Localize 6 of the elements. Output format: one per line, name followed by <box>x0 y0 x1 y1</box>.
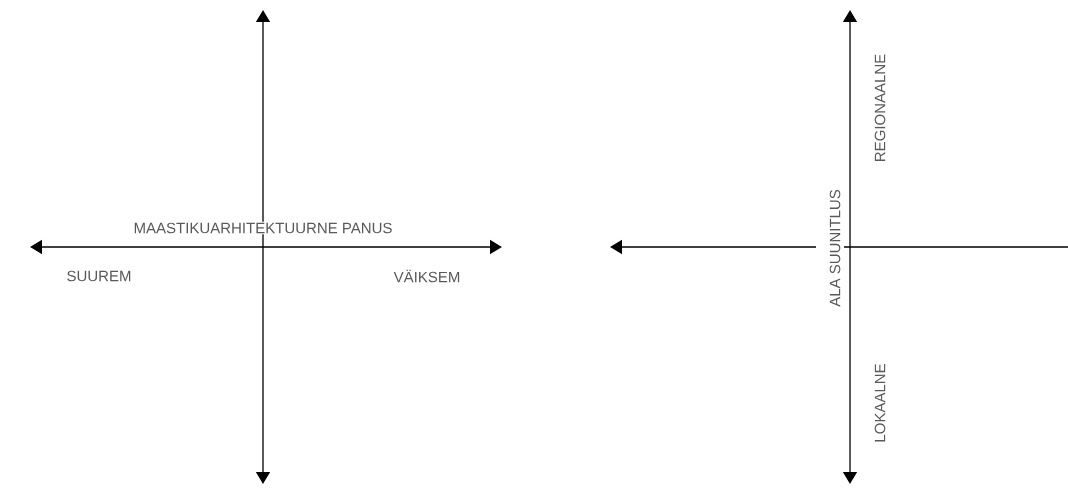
axis-label: VÄIKSEM <box>392 268 462 284</box>
axis-label: SUUREM <box>65 269 133 283</box>
axis-label: MAASTIKUARHITEKTUURNE PANUS <box>132 221 394 235</box>
axis-label: ALA SUUNITLUS <box>828 188 842 308</box>
axis-label: REGIONAALNE <box>873 52 887 164</box>
axis-label: LOKAALNE <box>873 362 887 444</box>
